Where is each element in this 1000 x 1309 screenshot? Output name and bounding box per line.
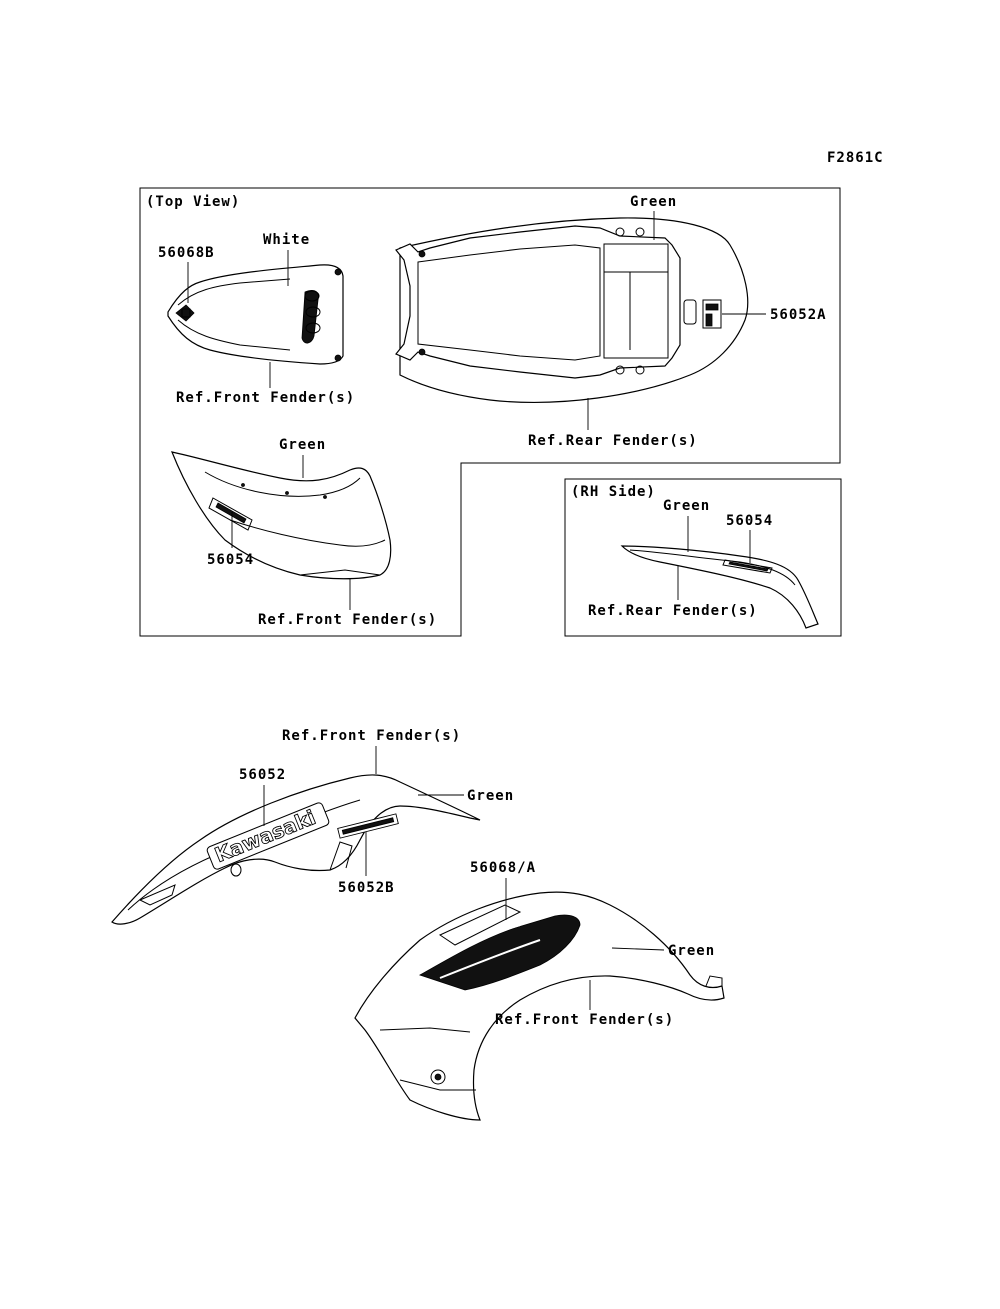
label-ref-front-fender-3: Ref.Front Fender(s) bbox=[282, 728, 461, 744]
rh-side-frame bbox=[564, 478, 842, 637]
label-green-front: Green bbox=[279, 437, 326, 453]
decal-56052b bbox=[337, 813, 399, 839]
rear-fender-top-view bbox=[395, 217, 749, 403]
decal-56054-side bbox=[722, 559, 773, 574]
label-ref-front-fender-1: Ref.Front Fender(s) bbox=[176, 390, 355, 406]
label-ref-rear-fender-rh: Ref.Rear Fender(s) bbox=[588, 603, 758, 619]
label-green-rear: Green bbox=[630, 194, 677, 210]
leader-green-lower-right bbox=[611, 947, 665, 951]
figure-code: F2861C bbox=[827, 150, 884, 166]
label-56068b: 56068B bbox=[158, 245, 215, 261]
rh-side-label: (RH Side) bbox=[571, 484, 656, 500]
label-56052: 56052 bbox=[239, 767, 286, 783]
label-green-lower-left: Green bbox=[467, 788, 514, 804]
decal-56054-top bbox=[208, 497, 253, 531]
shroud-side-view bbox=[354, 891, 725, 1121]
label-white: White bbox=[263, 232, 310, 248]
tail-cowl-top-view bbox=[167, 264, 344, 365]
rear-fender-side-view bbox=[620, 545, 819, 629]
label-green-rh: Green bbox=[663, 498, 710, 514]
label-ref-front-fender-2: Ref.Front Fender(s) bbox=[258, 612, 437, 628]
label-ref-front-fender-4: Ref.Front Fender(s) bbox=[495, 1012, 674, 1028]
decal-56052a bbox=[702, 299, 722, 329]
label-56054-rh: 56054 bbox=[726, 513, 773, 529]
label-56052a: 56052A bbox=[770, 307, 827, 323]
label-56054-top: 56054 bbox=[207, 552, 254, 568]
label-56068a: 56068/A bbox=[470, 860, 536, 876]
label-56052b: 56052B bbox=[338, 880, 395, 896]
top-view-label: (Top View) bbox=[146, 194, 240, 210]
front-fender-side-view: Kawasaki bbox=[111, 774, 481, 925]
label-ref-rear-fender: Ref.Rear Fender(s) bbox=[528, 433, 698, 449]
top-view-frame bbox=[139, 187, 841, 637]
label-green-lower-right: Green bbox=[668, 943, 715, 959]
shroud-top-view bbox=[171, 451, 392, 580]
